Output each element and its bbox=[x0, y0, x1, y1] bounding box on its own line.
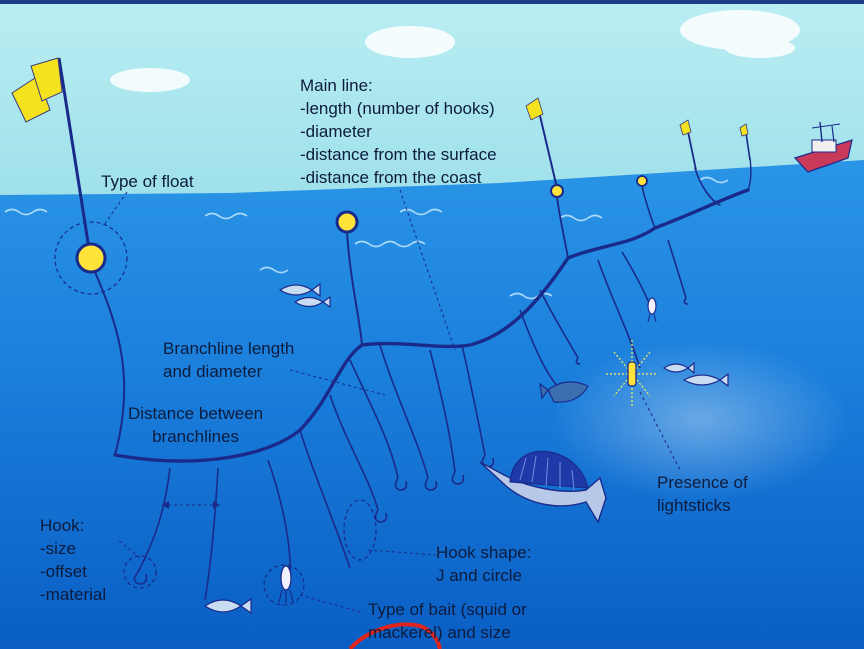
hook-title: Hook: bbox=[40, 514, 106, 537]
lightsticks-label: Presence of lightsticks bbox=[657, 471, 748, 517]
float-icon bbox=[637, 176, 647, 186]
top-border bbox=[0, 0, 864, 4]
main-line-title: Main line: bbox=[300, 74, 497, 97]
branchline-label: Branchline length and diameter bbox=[163, 337, 294, 383]
main-line-item: -length (number of hooks) bbox=[300, 97, 497, 120]
hook-item: -size bbox=[40, 537, 106, 560]
hook-item: -material bbox=[40, 583, 106, 606]
float-icon bbox=[337, 212, 357, 232]
hook-item: -offset bbox=[40, 560, 106, 583]
main-line-item: -diameter bbox=[300, 120, 497, 143]
hook-label: Hook: -size -offset -material bbox=[40, 514, 106, 606]
main-line-item: -distance from the coast bbox=[300, 166, 497, 189]
float-type-label: Type of float bbox=[101, 170, 194, 193]
main-line-label: Main line: -length (number of hooks) -di… bbox=[300, 74, 497, 189]
float-icon bbox=[551, 185, 563, 197]
main-line-item: -distance from the surface bbox=[300, 143, 497, 166]
distance-between-label: Distance between branchlines bbox=[128, 402, 263, 448]
bait-label: Type of bait (squid or mackerel) and siz… bbox=[368, 598, 527, 644]
hook-shape-label: Hook shape: J and circle bbox=[436, 541, 531, 587]
